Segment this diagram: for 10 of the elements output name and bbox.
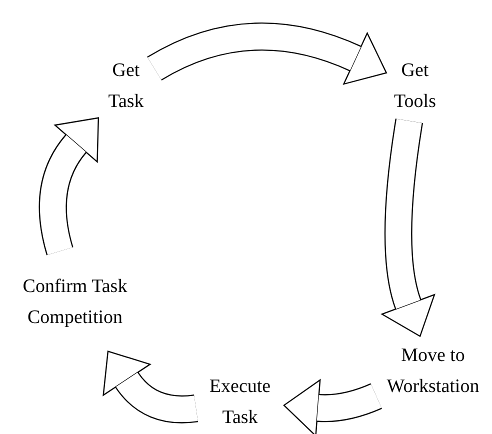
step-label: Confirm Task Competition — [22, 274, 128, 330]
curved-block-arrow — [380, 118, 436, 338]
step-label: Get Tools — [393, 59, 437, 114]
curved-block-arrow — [283, 379, 382, 434]
curved-block-arrow — [148, 22, 388, 86]
curved-block-arrow — [103, 352, 198, 424]
step-label: Get Task — [107, 59, 145, 114]
step-label: Move to Workstation — [386, 344, 480, 399]
step-label: Execute Task — [208, 375, 272, 430]
curved-block-arrow — [38, 116, 99, 255]
